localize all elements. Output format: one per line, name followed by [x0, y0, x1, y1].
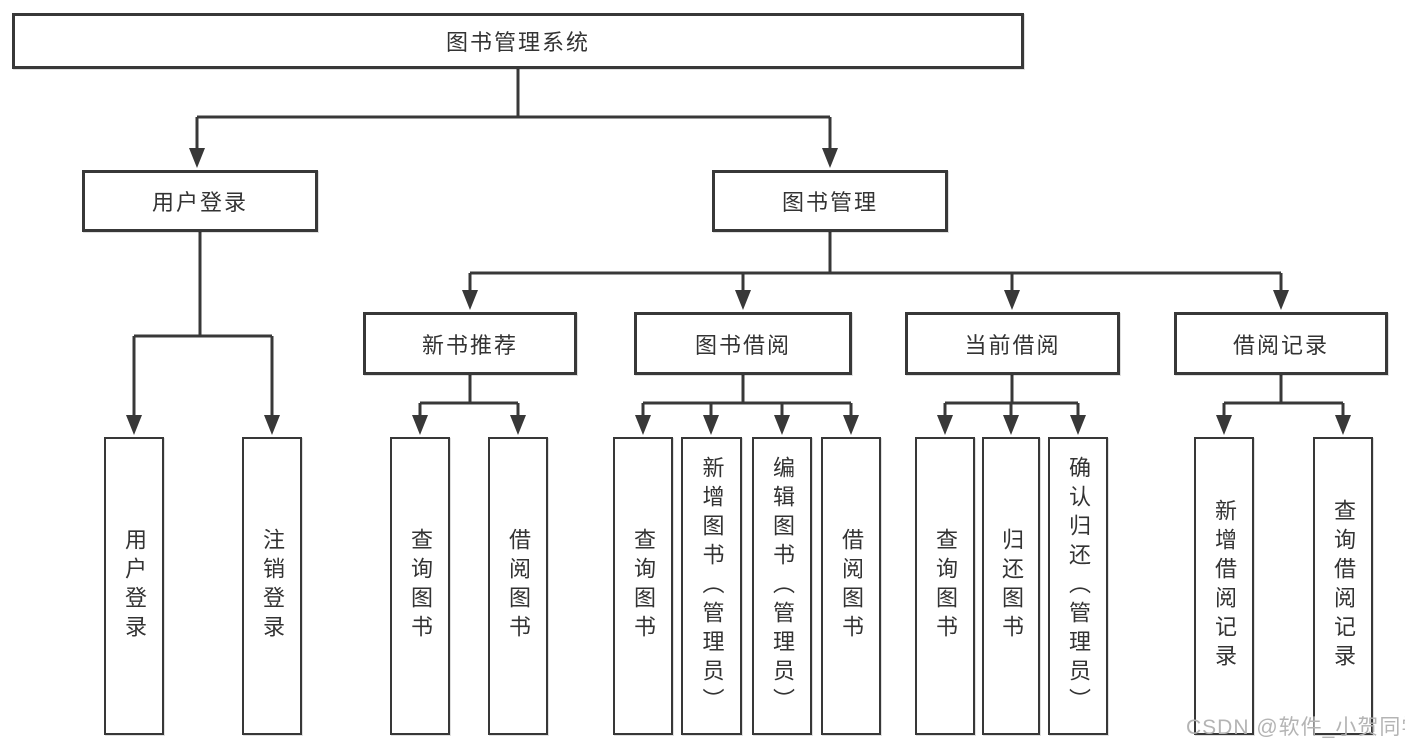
node-label: 图书借阅 [694, 332, 791, 358]
node-label: 查询图书 [408, 528, 433, 644]
node-label: 编辑图书（管理员） [770, 455, 795, 717]
leaf-return-books: 归还图书 [982, 437, 1040, 735]
leaf-search-borrow-record: 查询借阅记录 [1313, 437, 1373, 735]
leaf-search-books-borrowing: 查询图书 [613, 437, 673, 735]
node-label: 查询图书 [933, 528, 958, 644]
node-label: 查询图书 [631, 528, 656, 644]
node-label: 归还图书 [999, 528, 1024, 644]
node-library-management-system: 图书管理系统 [12, 13, 1024, 69]
node-book-management: 图书管理 [712, 170, 948, 232]
arrowheads [126, 148, 1351, 435]
node-label: 查询借阅记录 [1331, 499, 1356, 673]
leaf-borrow-books-borrowing: 借阅图书 [821, 437, 881, 735]
leaf-borrow-books-recommend: 借阅图书 [488, 437, 548, 735]
node-new-book-recommendation: 新书推荐 [363, 312, 577, 375]
node-label: 用户登录 [151, 190, 248, 215]
node-label: 确认归还（管理员） [1066, 455, 1091, 717]
node-label: 借阅图书 [506, 528, 531, 644]
leaf-user-login: 用户登录 [104, 437, 164, 735]
leaf-add-borrow-record: 新增借阅记录 [1194, 437, 1254, 735]
node-label: 借阅图书 [839, 528, 864, 644]
node-label: 新增图书（管理员） [699, 455, 725, 717]
node-borrowing-records: 借阅记录 [1174, 312, 1388, 375]
node-current-borrowing: 当前借阅 [905, 312, 1120, 375]
leaf-add-books-admin: 新增图书（管理员） [681, 437, 742, 735]
node-label: 借阅记录 [1232, 332, 1329, 358]
node-user-login: 用户登录 [82, 170, 318, 232]
leaf-logout: 注销登录 [242, 437, 302, 735]
leaf-search-books-recommend: 查询图书 [390, 437, 450, 735]
leaf-confirm-return-admin: 确认归还（管理员） [1048, 437, 1108, 735]
node-label: 当前借阅 [964, 332, 1061, 358]
node-label: 注销登录 [260, 528, 285, 644]
node-book-borrowing: 图书借阅 [634, 312, 852, 375]
node-label: 图书管理 [781, 190, 878, 215]
node-label: 新增借阅记录 [1212, 499, 1237, 673]
node-label: 图书管理系统 [445, 30, 590, 55]
leaf-search-books-current: 查询图书 [915, 437, 975, 735]
csdn-watermark: CSDN @软件_小贺同学 [1186, 716, 1405, 739]
node-label: 用户登录 [122, 528, 147, 644]
node-label: 新书推荐 [421, 332, 518, 358]
leaf-edit-books-admin: 编辑图书（管理员） [752, 437, 812, 735]
